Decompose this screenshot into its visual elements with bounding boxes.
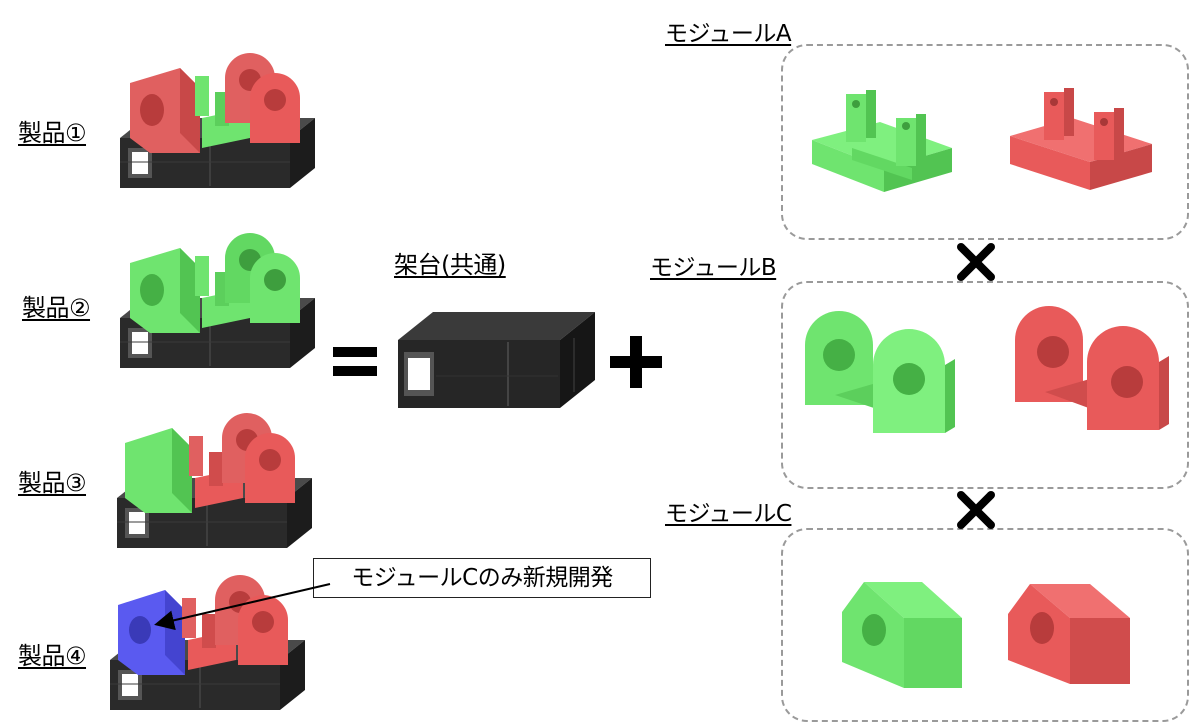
plus-sign xyxy=(610,336,662,388)
module-c-red xyxy=(1008,584,1130,684)
module-b-red xyxy=(1015,306,1169,430)
times-sign-1 xyxy=(957,243,995,281)
equals-sign xyxy=(333,347,377,376)
module-a-label: モジュールA xyxy=(665,21,792,47)
module-a-red xyxy=(1010,88,1152,190)
module-b-box xyxy=(781,281,1189,489)
stand-label: 架台(共通) xyxy=(394,251,506,279)
product-2-label: 製品② xyxy=(22,294,91,322)
module-c-green xyxy=(842,582,962,688)
callout-arrow xyxy=(154,583,331,631)
module-b-label: モジュールB xyxy=(650,255,777,281)
product-4-label: 製品④ xyxy=(18,642,87,670)
module-c-label: モジュールC xyxy=(665,501,792,527)
module-a-box xyxy=(781,44,1189,240)
module-c-box xyxy=(781,528,1189,722)
product-1-label: 製品① xyxy=(18,119,87,147)
product-3-image xyxy=(116,413,313,549)
product-4-image xyxy=(109,575,306,711)
module-b-green xyxy=(805,311,955,433)
module-a-green xyxy=(812,90,952,192)
new-development-callout: モジュールCのみ新規開発 xyxy=(313,558,651,598)
product-1-image xyxy=(119,53,316,189)
common-stand-image xyxy=(398,312,595,408)
times-sign-2 xyxy=(957,491,995,529)
product-3-label: 製品③ xyxy=(18,469,87,497)
product-2-image xyxy=(119,233,316,369)
